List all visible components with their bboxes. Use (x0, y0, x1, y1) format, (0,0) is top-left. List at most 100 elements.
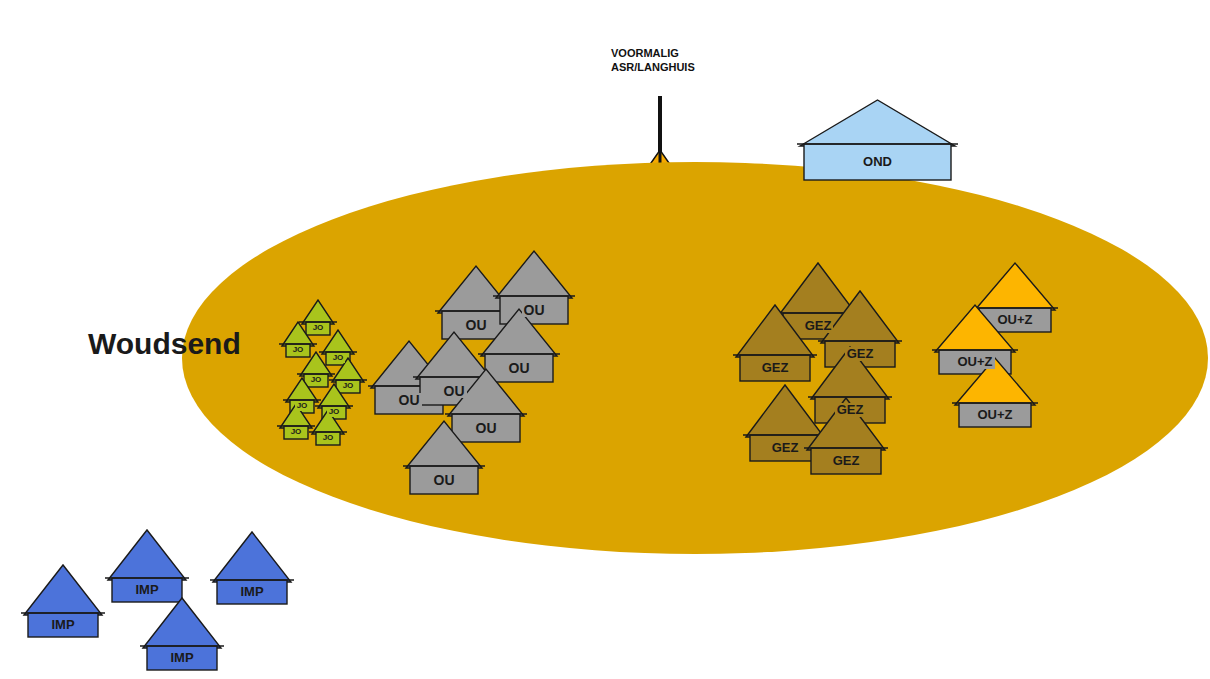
sketch-line (299, 321, 337, 322)
roof (143, 598, 221, 648)
house-body (804, 144, 951, 180)
house-label: OND (861, 155, 894, 169)
roof (481, 309, 557, 356)
roof (300, 352, 332, 376)
house-label: JO (341, 382, 356, 390)
roof (955, 358, 1035, 405)
sketch-line (818, 340, 902, 341)
house-body (28, 613, 98, 637)
sketch-line (277, 425, 315, 426)
house-body (959, 403, 1031, 427)
house-body (740, 355, 810, 381)
sketch-line (140, 645, 224, 646)
house-ou: OU (496, 251, 572, 324)
house-label: OU+Z (975, 408, 1014, 422)
roof (406, 421, 482, 468)
sketch-line (804, 447, 888, 448)
house-label: JO (327, 408, 342, 416)
roof (280, 404, 312, 428)
roof (282, 322, 314, 346)
roof (448, 369, 524, 416)
sketch-line (21, 612, 105, 613)
house-jo: JO (282, 322, 314, 357)
roof (821, 291, 899, 343)
sketch-line (319, 351, 357, 352)
sketch-line (309, 431, 347, 432)
house-body (336, 380, 360, 393)
sketch-line (808, 396, 892, 397)
house-label: OU+Z (955, 355, 994, 369)
sketch-line (478, 353, 560, 354)
roof (24, 565, 102, 615)
roof (318, 384, 350, 408)
house-imp: IMP (143, 598, 221, 670)
roof (332, 358, 364, 382)
house-body (217, 580, 287, 604)
roof (935, 305, 1015, 352)
sketch-line (493, 295, 575, 296)
sketch-line (743, 434, 827, 435)
house-label: JO (321, 434, 336, 442)
house-label: GEZ (770, 441, 801, 455)
sketch-line (315, 405, 353, 406)
roof (312, 410, 344, 434)
house-jo: JO (302, 300, 334, 335)
sketch-line (733, 354, 817, 355)
house-label: JO (289, 428, 304, 436)
house-label: IMP (238, 585, 265, 599)
house-label: JO (291, 346, 306, 354)
roof (807, 398, 885, 450)
house-imp: IMP (24, 565, 102, 637)
house-label: OU (507, 361, 532, 376)
house-label: JO (311, 324, 326, 332)
house-label: GEZ (831, 454, 862, 468)
house-label: OU+Z (995, 313, 1034, 327)
house-label: GEZ (760, 361, 791, 375)
roof (736, 305, 814, 357)
building-label: VOORMALIG ASR/LANGHUIS (611, 46, 711, 75)
house-label: IMP (133, 583, 160, 597)
sketch-line (403, 465, 485, 466)
house-label: GEZ (803, 319, 834, 333)
roof (496, 251, 572, 298)
sketch-line (932, 349, 1018, 350)
sketch-line (972, 307, 1058, 308)
sketch-line (279, 343, 317, 344)
house-label: JO (295, 402, 310, 410)
house-body (112, 578, 182, 602)
house-label: OU (474, 421, 499, 436)
house-imp: IMP (213, 532, 291, 604)
house-label: JO (309, 376, 324, 384)
place-name: Woudsend (88, 328, 241, 360)
house-label: OU (442, 384, 467, 399)
roof (800, 100, 955, 146)
house-ou: OU (406, 421, 482, 494)
house-ou: OU (481, 309, 557, 382)
house-body (316, 432, 340, 445)
house-body (811, 448, 881, 474)
house-body (147, 646, 217, 670)
sketch-line (105, 577, 189, 578)
sketch-line (210, 579, 294, 580)
house-label: GEZ (835, 403, 866, 417)
house-label: OU (397, 393, 422, 408)
roof (108, 530, 186, 580)
roof (811, 347, 889, 399)
house-label: OU (432, 473, 457, 488)
house-body (485, 354, 553, 382)
house-body (452, 414, 520, 442)
house-label: IMP (49, 618, 76, 632)
house-label: IMP (168, 651, 195, 665)
house-label: GEZ (845, 347, 876, 361)
village-ellipse (182, 162, 1208, 554)
sketch-line (329, 379, 367, 380)
house-body (286, 344, 310, 357)
house-imp: IMP (108, 530, 186, 602)
sketch-line (297, 373, 335, 374)
sketch-line (283, 399, 321, 400)
house-body (304, 374, 328, 387)
roof (322, 330, 354, 354)
house-body (410, 466, 478, 494)
sketch-line (445, 413, 527, 414)
roof (779, 263, 857, 315)
